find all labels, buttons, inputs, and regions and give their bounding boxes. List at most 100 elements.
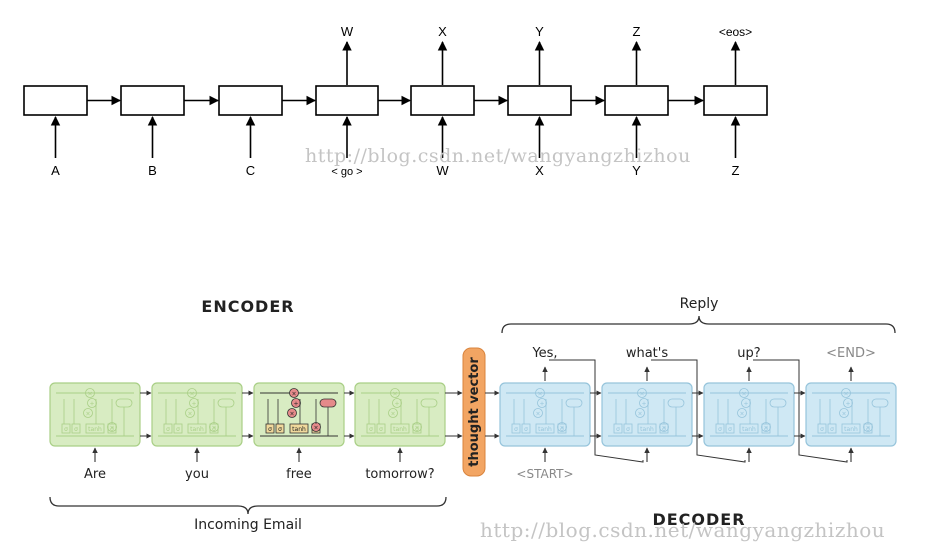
gate-label-2: tanh <box>742 426 756 433</box>
op-label-1: + <box>191 401 196 408</box>
decoder-cell-box <box>805 382 897 447</box>
gate-2 <box>739 423 759 434</box>
op-label-2: × <box>85 411 90 418</box>
op-label-2: × <box>841 411 846 418</box>
encoder-cell-box <box>253 382 345 447</box>
output-label-6: Z <box>633 24 641 39</box>
op-label-2: × <box>289 411 294 418</box>
op-label-3: × <box>109 425 114 432</box>
gate-label-3: σ <box>415 426 419 433</box>
decoder-output-label-1: what's <box>626 346 669 361</box>
op-label-0: × <box>639 391 644 398</box>
gate-label-2: tanh <box>844 426 858 433</box>
op-1 <box>741 398 751 408</box>
op-2 <box>533 408 543 418</box>
gate-1 <box>376 423 386 434</box>
gate-label-3: σ <box>764 426 768 433</box>
op-1 <box>537 398 547 408</box>
gate-label-1: σ <box>278 426 282 433</box>
op-label-2: × <box>739 411 744 418</box>
op-label-1: + <box>845 401 850 408</box>
rnn-cell-2 <box>218 85 283 116</box>
op-label-3: × <box>559 425 564 432</box>
op-1 <box>87 398 97 408</box>
decoder-feedback-0 <box>549 359 644 463</box>
gate-label-1: σ <box>379 426 383 433</box>
thought-vector-label: thought vector <box>467 357 482 467</box>
op-label-2: × <box>535 411 540 418</box>
op-label-3: × <box>763 425 768 432</box>
gate-1 <box>71 423 81 434</box>
gate-label-3: σ <box>560 426 564 433</box>
gate-label-2: tanh <box>88 426 102 433</box>
op-label-0: × <box>537 391 542 398</box>
input-label-7: Z <box>732 163 740 178</box>
op-1 <box>291 398 301 408</box>
input-label-1: B <box>148 163 157 178</box>
op-label-3: × <box>661 425 666 432</box>
op-0 <box>535 388 545 398</box>
op-2 <box>287 408 297 418</box>
gate-label-1: σ <box>830 426 834 433</box>
rnn-cell-6 <box>604 85 669 116</box>
output-label-5: Y <box>535 24 544 39</box>
gate-label-2: tanh <box>292 426 306 433</box>
gate-label-2: tanh <box>538 426 552 433</box>
input-label-3: < go > <box>331 166 362 178</box>
encoder-input-label-1: you <box>185 467 209 482</box>
encoder-input-label-3: tomorrow? <box>365 467 434 482</box>
op-label-1: + <box>89 401 94 408</box>
input-label-2: C <box>246 163 255 178</box>
gate-label-0: σ <box>820 426 824 433</box>
op-label-0: × <box>189 391 194 398</box>
gate-label-3: σ <box>662 426 666 433</box>
op-label-2: × <box>637 411 642 418</box>
gate-2 <box>637 423 657 434</box>
rnn-cell-1 <box>120 85 185 116</box>
decoder-output-label-2: up? <box>737 346 760 361</box>
gate-label-3: σ <box>866 426 870 433</box>
gate-2 <box>289 423 309 434</box>
thought-vector-box <box>462 347 486 477</box>
incoming-bracket <box>49 496 447 515</box>
op-label-3: × <box>414 425 419 432</box>
op-0 <box>390 388 400 398</box>
op-0 <box>637 388 647 398</box>
gate-label-3: σ <box>212 426 216 433</box>
gate-label-1: σ <box>524 426 528 433</box>
op-label-3: × <box>211 425 216 432</box>
encoder-input-label-0: Are <box>84 467 106 482</box>
gate-1 <box>173 423 183 434</box>
gate-0 <box>265 423 275 434</box>
encoder-cell-box <box>151 382 243 447</box>
rnn-cell-0 <box>23 85 88 116</box>
gate-2 <box>841 423 861 434</box>
decoder-title: DECODER <box>652 510 745 529</box>
gate-2 <box>85 423 105 434</box>
op-label-1: + <box>641 401 646 408</box>
rnn-cell-4 <box>410 85 475 116</box>
input-label-0: A <box>51 163 60 178</box>
gate-2 <box>535 423 555 434</box>
op-2 <box>388 408 398 418</box>
op-label-1: + <box>394 401 399 408</box>
gate-1 <box>827 423 837 434</box>
op-label-0: × <box>843 391 848 398</box>
op-label-2: × <box>390 411 395 418</box>
decoder-cell-box <box>703 382 795 447</box>
op-label-0: × <box>87 391 92 398</box>
output-label-3: W <box>341 24 354 39</box>
gate-label-0: σ <box>64 426 68 433</box>
gate-label-2: tanh <box>393 426 407 433</box>
rnn-cell-3 <box>315 85 379 116</box>
gate-0 <box>715 423 725 434</box>
tanh-pill <box>319 398 337 408</box>
op-2 <box>737 408 747 418</box>
reply-bracket <box>501 315 896 334</box>
encoder-input-label-2: free <box>286 467 312 482</box>
encoder-title: ENCODER <box>201 297 294 316</box>
